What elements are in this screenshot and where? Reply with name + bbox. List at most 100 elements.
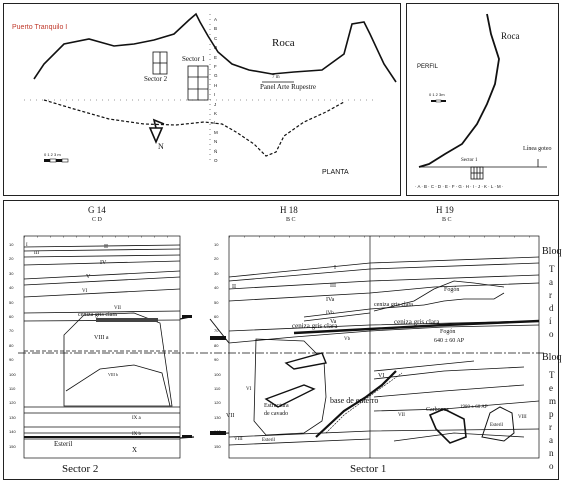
depth-tick-label: 40 <box>9 285 14 291</box>
g14-ceniza: ceniza gris clara <box>78 312 117 318</box>
h18-layer-IVb: IVb <box>326 311 334 316</box>
depth-tick-label: 70 <box>9 328 14 334</box>
north-label: N <box>158 142 164 151</box>
depth-tick-label: 60 <box>9 314 14 319</box>
rock-outline <box>33 12 397 83</box>
depth-tick-label: 120 <box>214 400 221 406</box>
grid-letter: I <box>214 92 216 98</box>
grid-letter: E <box>214 54 218 60</box>
dripline-label: Línea goteo <box>523 146 552 152</box>
h19-layer-VII: VII <box>398 413 405 418</box>
scale-bar <box>44 158 69 163</box>
grid-letter: B <box>214 26 218 32</box>
h18-layer-VIII: VIII <box>234 437 243 442</box>
grid-letter: H <box>214 82 218 88</box>
col-h19-label: H 19 <box>436 205 454 215</box>
rock-profile <box>418 13 500 168</box>
carbones-date: 1980 ± 60 AP <box>460 405 488 410</box>
profile-sector-label: Sector 1 <box>461 158 478 163</box>
estructura-label-2: de cavado <box>264 411 289 417</box>
col-h19-sub: B C <box>442 217 452 223</box>
profile-letters: · A · B · C · D · E · F · G · H · I · J … <box>415 184 504 189</box>
grid-letter: C <box>214 35 218 41</box>
depth-tick-label: 30 <box>214 270 219 276</box>
depth-tick-label: 10 <box>214 242 219 247</box>
perfil-label: PERFIL <box>417 64 439 70</box>
depth-tick-label: 100 <box>9 371 16 377</box>
col-h18-label: H 18 <box>280 205 298 215</box>
h18-layer-Vb: Vb <box>344 337 351 342</box>
sector2-grid <box>152 51 168 75</box>
grid-letter: L <box>214 120 217 126</box>
depth-tick-label: 90 <box>214 357 219 363</box>
sector1-hatch <box>470 166 484 180</box>
site-name: Puerto Tranquilo I <box>12 24 68 31</box>
depth-tick-label: 140 <box>214 429 221 435</box>
rock-label: Roca <box>272 37 295 49</box>
profile-scale-label: 0 1 2 3m <box>429 92 445 97</box>
profile-scale-bar <box>431 99 446 103</box>
grid-letter: M <box>214 129 218 135</box>
g14-layer-III: III <box>34 251 39 256</box>
g14-layer-IXa: IX a <box>132 416 141 421</box>
g14-esteril: Esteril <box>54 440 73 448</box>
grid-letter: A <box>214 17 218 22</box>
h19-esteril: Esteril <box>490 423 504 428</box>
sector2-label: Sector 2 <box>144 75 168 83</box>
depth-tick-label: 150 <box>214 443 221 449</box>
g14-layer-I: I <box>26 243 28 248</box>
base-enterro: base de enterro <box>330 396 379 405</box>
fogon-lower: Fogón <box>440 329 456 335</box>
depth-tick-label: 70 <box>214 328 219 334</box>
section-drawing <box>18 235 544 459</box>
depth-tick-label: 20 <box>9 256 14 262</box>
depth-tick-label: 80 <box>9 342 14 348</box>
scale-panel-label: 7 m <box>272 75 280 80</box>
plan-view-panel: Puerto Tranquilo I Roca Sector 2 Sector … <box>3 3 401 196</box>
depth-tick-label: 50 <box>9 299 14 305</box>
grid-letter: G <box>214 73 218 79</box>
depth-tick-label: 150 <box>9 443 16 449</box>
h19-layer-VI: VI <box>378 373 385 379</box>
depth-tick-label: 110 <box>9 386 16 391</box>
grid-letter: O <box>214 158 218 163</box>
h18-ceniza: ceniza gris clara <box>292 322 338 330</box>
depth-tick-label: 60 <box>214 314 219 319</box>
h18-layer-IVa: IVa <box>326 297 335 303</box>
sector1-label: Sector 1 <box>182 55 206 63</box>
carbones-label: Carbones <box>426 407 449 413</box>
sector1-grid <box>187 65 209 101</box>
g14-layer-VIIIb: VIII b <box>108 372 118 377</box>
g14-layer-IXb: IX b <box>132 432 142 437</box>
g14-layer-VI: VI <box>82 289 88 294</box>
h19-layer-VIII: VIII <box>518 415 527 420</box>
north-arrow <box>148 118 165 145</box>
sector2-bottom-label: Sector 2 <box>62 463 99 475</box>
profile-view-panel: Roca PERFIL 0 1 2 3m Sector 1 Línea gote… <box>406 3 559 196</box>
g14-layer-X: X <box>132 446 138 454</box>
bloque-temprano-label: Bloque <box>542 352 562 363</box>
depth-tick-label: 110 <box>214 386 221 391</box>
depth-tick-label: 40 <box>214 285 219 291</box>
sector1-bottom-label: Sector 1 <box>350 463 387 475</box>
depth-tick-label: 20 <box>214 256 219 262</box>
depth-tick-label: 130 <box>214 414 221 420</box>
fogon-date: 640 ± 60 AP <box>434 338 465 344</box>
h18-layer-VII: VII <box>226 413 235 419</box>
h19-ceniza-upper: ceniza gris clara <box>374 302 413 308</box>
h18-layer-II: II <box>232 284 236 290</box>
depth-tick-label: 140 <box>9 429 16 435</box>
depth-tick-label: 100 <box>214 371 221 377</box>
col-h18-sub: B C <box>286 217 296 223</box>
col-g14-label: G 14 <box>88 205 106 215</box>
g14-layer-II: II <box>104 244 108 250</box>
depth-tick-label: 130 <box>9 414 16 420</box>
h18-esteril: Esteril <box>262 438 276 443</box>
scale-label: 0 1 2 3 m <box>44 152 61 157</box>
grid-letter: K <box>214 111 218 116</box>
depth-tick-label: 80 <box>214 342 219 348</box>
h19-ceniza: ceniza gris clara <box>394 318 440 326</box>
g14-layer-VIIIa: VIII a <box>94 335 109 341</box>
h18-layer-VI: VI <box>246 387 252 392</box>
